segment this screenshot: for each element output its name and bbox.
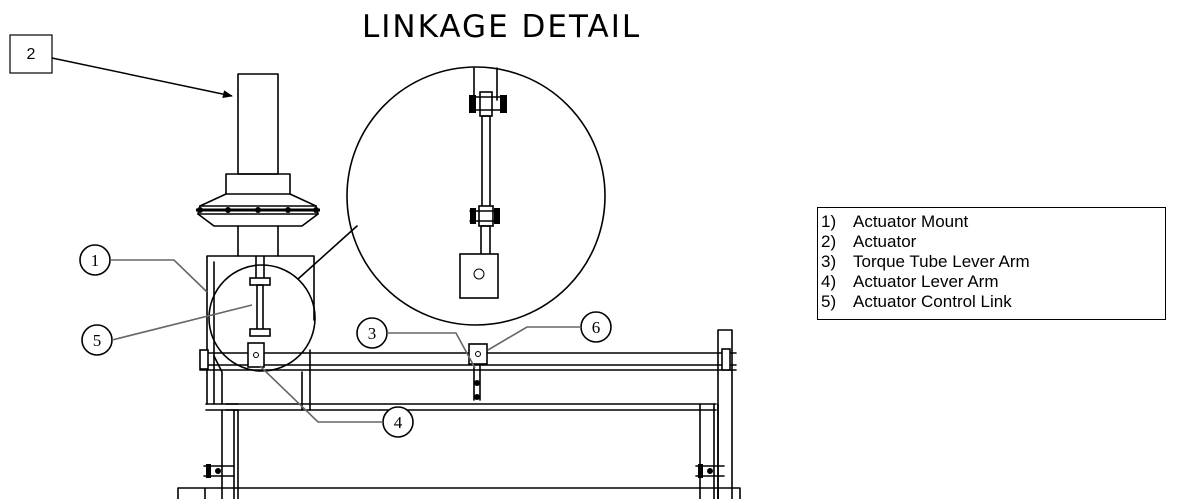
legend-item-number: 2) bbox=[821, 232, 837, 251]
svg-text:3: 3 bbox=[368, 324, 377, 343]
parts-legend: 1) Actuator Mount 2) Actuator 3) Torque … bbox=[817, 207, 1166, 320]
legend-item-number: 4) bbox=[821, 272, 837, 291]
legend-item: 1) Actuator Mount bbox=[818, 212, 1165, 232]
control-link bbox=[247, 255, 271, 368]
frame-base bbox=[177, 403, 741, 499]
svg-text:5: 5 bbox=[93, 331, 102, 350]
svg-text:6: 6 bbox=[592, 318, 601, 337]
balloon-5: 5 bbox=[81, 304, 253, 356]
legend-item: 2) Actuator bbox=[818, 232, 1165, 252]
legend-item-label: Actuator Mount bbox=[853, 212, 969, 231]
svg-text:4: 4 bbox=[394, 413, 403, 432]
legend-item-number: 5) bbox=[821, 292, 837, 311]
svg-text:1: 1 bbox=[91, 251, 100, 270]
actuator bbox=[196, 73, 320, 257]
balloon-1: 1 bbox=[79, 244, 208, 293]
legend-item-label: Actuator Control Link bbox=[853, 292, 1012, 311]
linkage-detail-title: LINKAGE DETAIL bbox=[362, 9, 641, 45]
callout-box-2: 2 bbox=[9, 34, 233, 99]
legend-item: 4) Actuator Lever Arm bbox=[818, 272, 1165, 292]
balloon-3: 3 bbox=[356, 317, 476, 369]
detail-leader-line bbox=[297, 225, 358, 280]
legend-item-label: Torque Tube Lever Arm bbox=[853, 252, 1030, 271]
actuator-mount bbox=[206, 255, 315, 411]
callout-arrow bbox=[51, 57, 233, 99]
callout-box-label: 2 bbox=[27, 46, 36, 63]
legend-item: 5) Actuator Control Link bbox=[818, 292, 1165, 312]
detail-circle-small bbox=[208, 264, 316, 372]
legend-item-label: Actuator Lever Arm bbox=[853, 272, 999, 291]
legend-item-number: 3) bbox=[821, 252, 837, 271]
linkage-detail-view bbox=[346, 66, 606, 326]
torque-tube-lever-arm bbox=[468, 343, 488, 401]
legend-item: 3) Torque Tube Lever Arm bbox=[818, 252, 1165, 272]
legend-item-number: 1) bbox=[821, 212, 837, 231]
balloon-6: 6 bbox=[487, 311, 612, 351]
legend-item-label: Actuator bbox=[853, 232, 917, 251]
balloon-4: 4 bbox=[259, 365, 414, 438]
